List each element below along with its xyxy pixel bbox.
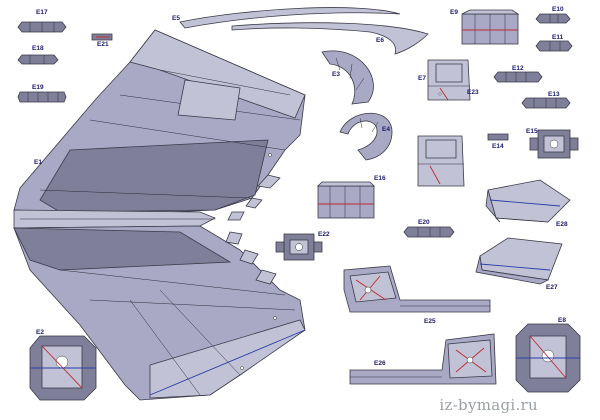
part-e6-blade [231, 22, 429, 55]
label-e20: E20 [418, 219, 430, 226]
part-e24-canopy [417, 135, 465, 187]
label-e26: E26 [374, 360, 386, 367]
label-e27: E27 [546, 284, 558, 291]
label-e3: E3 [332, 71, 340, 78]
label-e4: E4 [382, 126, 390, 133]
part-e19-rod [17, 91, 67, 103]
label-e23: E23 [467, 89, 479, 96]
part-e20-rod [403, 226, 455, 238]
part-e26-base [349, 333, 497, 385]
part-e11-rod [535, 40, 573, 52]
label-e18: E18 [32, 45, 44, 52]
part-e12-rod [493, 71, 543, 83]
part-e17-rod [17, 21, 67, 33]
label-e28: E28 [556, 221, 568, 228]
part-e8-net [515, 323, 581, 393]
part-e13-rod [521, 97, 571, 109]
part-e3-arc [321, 50, 374, 105]
part-e4-arc [339, 112, 393, 161]
part-e1-wing [13, 29, 306, 401]
part-e10-rod [535, 13, 571, 24]
part-e15-mechanism [529, 129, 579, 159]
label-e10: E10 [552, 6, 564, 13]
label-e8: E8 [558, 317, 566, 324]
label-e13: E13 [548, 91, 560, 98]
label-e11: E11 [552, 34, 564, 41]
part-e28-panel [485, 179, 571, 223]
part-e5-blade [179, 7, 401, 29]
part-e9-box [461, 9, 520, 45]
label-e21: E21 [97, 41, 109, 48]
label-e1: E1 [34, 159, 42, 166]
part-e18-rod [17, 54, 59, 65]
part-e16-box [317, 181, 375, 219]
part-e25-base [343, 265, 491, 313]
label-e25: E25 [424, 318, 436, 325]
label-e12: E12 [512, 65, 524, 72]
part-e7-canopy [427, 59, 471, 101]
label-e14: E14 [492, 143, 504, 150]
part-e27-panel [475, 237, 563, 285]
label-e16: E16 [374, 175, 386, 182]
label-e2: E2 [36, 329, 44, 336]
label-e22: E22 [318, 231, 330, 238]
part-e21-rod [91, 33, 113, 41]
part-e2-net [29, 335, 97, 401]
label-e9: E9 [450, 9, 458, 16]
part-e14-rod [487, 133, 509, 141]
part-e22-mechanism [275, 233, 323, 261]
label-e6: E6 [376, 37, 384, 44]
label-e17: E17 [36, 9, 48, 16]
label-e19: E19 [32, 84, 44, 91]
watermark: iz-bymagi.ru [439, 396, 538, 414]
label-e7: E7 [418, 75, 426, 82]
label-e15: E15 [526, 128, 538, 135]
label-e5: E5 [172, 15, 180, 22]
